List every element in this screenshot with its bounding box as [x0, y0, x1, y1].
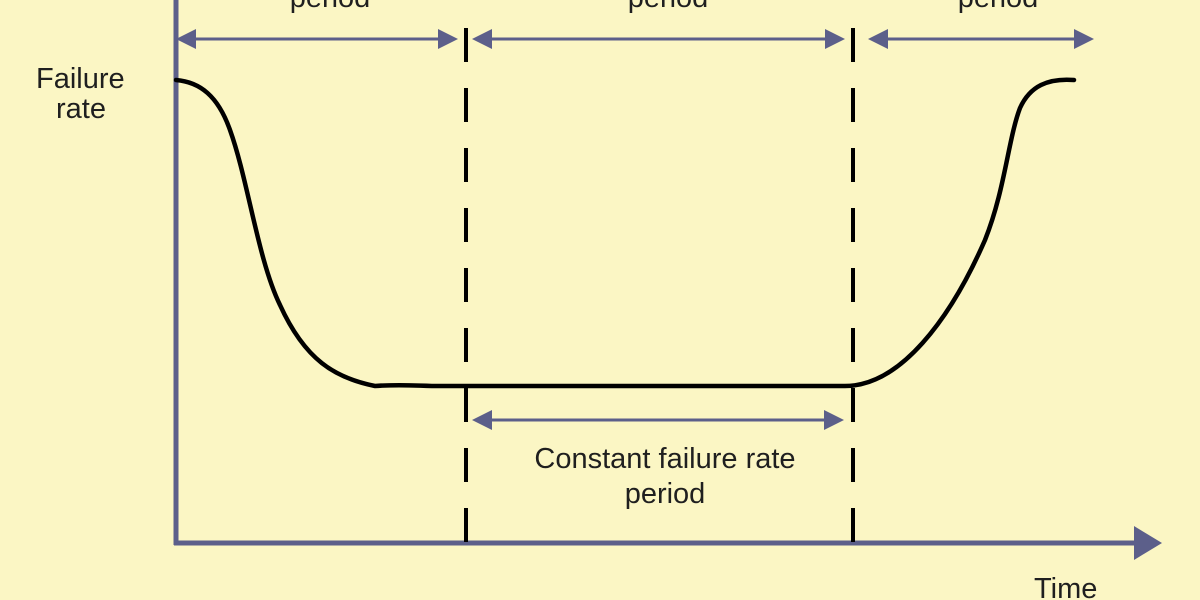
- arrow-constant-period: [472, 410, 844, 430]
- x-axis-arrowhead: [1134, 526, 1162, 560]
- constant-period-label-line2: period: [624, 478, 706, 510]
- y-axis-label-line1: Failure: [36, 63, 125, 95]
- top-period-middle-label: period: [568, 0, 768, 15]
- top-period-left-label: period: [230, 0, 430, 15]
- top-period-right-label: period: [898, 0, 1098, 15]
- bathtub-curve: [173, 77, 1077, 389]
- arrow-top-middle: [472, 29, 845, 49]
- arrow-top-right: [868, 29, 1094, 49]
- constant-period-label-line1: Constant failure rate: [534, 443, 796, 475]
- arrow-top-left: [176, 29, 458, 49]
- x-axis-label: Time: [1034, 573, 1098, 600]
- y-axis-label-line2: rate: [56, 93, 106, 125]
